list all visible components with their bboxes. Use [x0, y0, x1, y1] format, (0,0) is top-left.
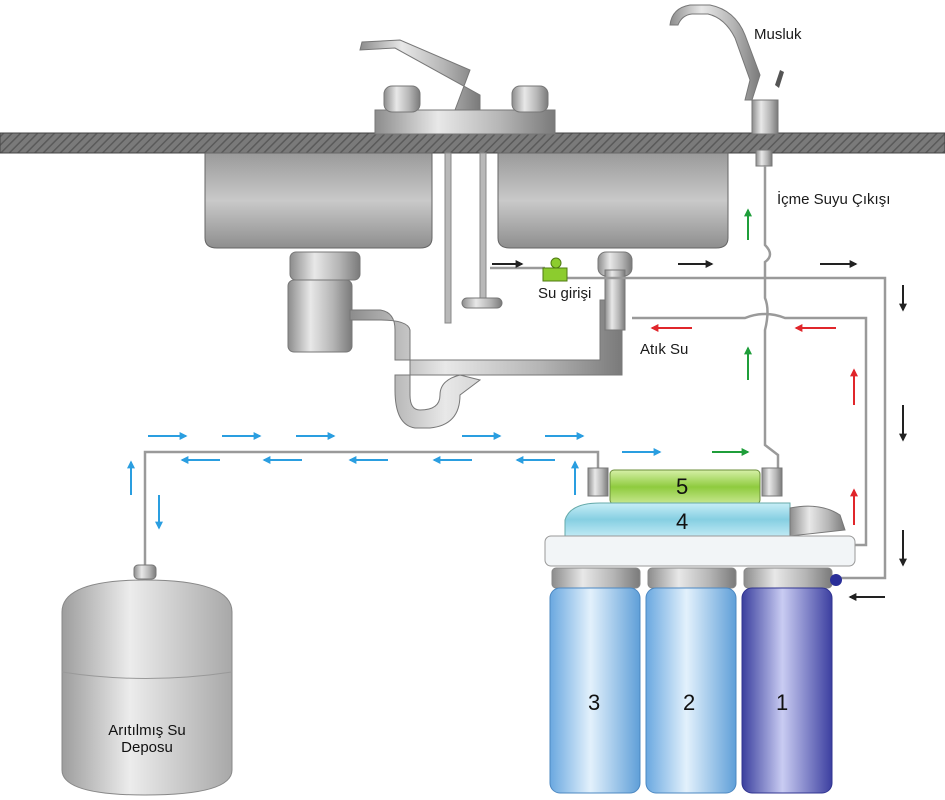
- stage-4-label: 4: [676, 509, 689, 534]
- waste-water-label: Atık Su: [640, 341, 689, 358]
- countertop: [0, 132, 945, 154]
- drinking-outlet-label: İçme Suyu Çıkışı: [777, 191, 891, 208]
- flow-arrows: [127, 208, 907, 601]
- valve-icon: [542, 257, 568, 282]
- sink-faucet-icon: [359, 39, 556, 135]
- ro-unit: [544, 467, 856, 794]
- sink-bowls: [204, 152, 729, 249]
- tubing: [143, 165, 887, 580]
- faucet-label: Musluk: [754, 26, 802, 43]
- tank-label-line1: Arıtılmış Su: [108, 722, 186, 739]
- tank-label-line2: Deposu: [121, 739, 173, 756]
- drain-assembly: [287, 251, 633, 429]
- faucet-supply-rods: [444, 152, 503, 324]
- water-inlet-label: Su girişi: [538, 285, 592, 302]
- tank-label: Arıtılmış Su Deposu: [62, 722, 232, 756]
- storage-tank-icon: [61, 564, 233, 796]
- stage-5-label: 5: [676, 474, 689, 499]
- stage-3-label: 3: [588, 690, 601, 715]
- stage-1-label: 1: [776, 690, 789, 715]
- stage-2-label: 2: [683, 690, 696, 715]
- faucet-icon: [669, 4, 784, 167]
